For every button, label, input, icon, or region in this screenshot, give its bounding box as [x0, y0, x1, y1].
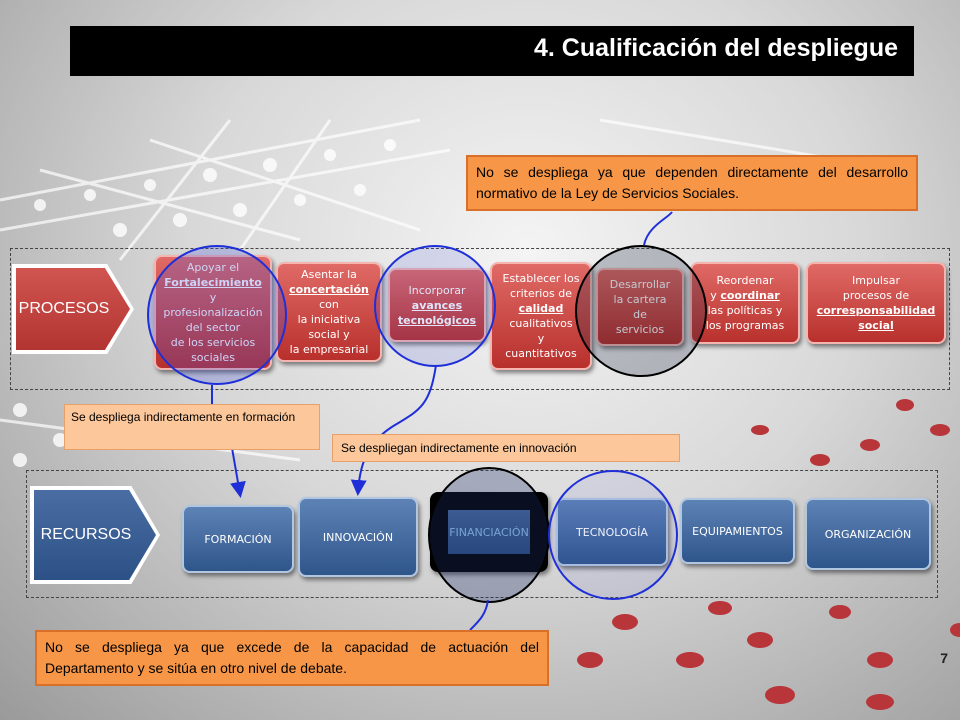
resource-innovacion[interactable]: INNOVACIÓN	[298, 497, 418, 577]
page-title: 4. Cualificación del despliegue	[534, 34, 898, 62]
procesos-region	[10, 248, 950, 390]
note-top: No se despliega ya que dependen directam…	[466, 155, 918, 211]
process-concertacion[interactable]: Asentar la concertación con la iniciativ…	[276, 262, 382, 362]
procesos-arrow-label: PROCESOS	[12, 264, 134, 354]
recursos-arrow-label: RECURSOS	[30, 486, 160, 584]
highlight-circle-tecnologicos	[374, 245, 496, 367]
highlight-circle-tecnologia	[548, 470, 678, 600]
note-bottom: No se despliega ya que excede de la capa…	[35, 630, 549, 686]
highlight-circle-cartera	[575, 245, 707, 377]
process-coordinar-politicas[interactable]: Reordenar y coordinar las políticas y lo…	[690, 262, 800, 344]
resource-equipamientos[interactable]: EQUIPAMIENTOS	[680, 498, 795, 564]
page-number: 7	[940, 650, 948, 666]
title-bar: 4. Cualificación del despliegue	[70, 26, 914, 76]
resource-organizacion[interactable]: ORGANIZACIÓN	[805, 498, 931, 570]
note-formacion: Se despliega indirectamente en formación	[64, 404, 320, 450]
note-innovacion: Se despliegan indirectamente en innovaci…	[332, 434, 680, 462]
highlight-circle-financiacion	[428, 467, 550, 603]
resource-formacion[interactable]: FORMACIÓN	[182, 505, 294, 573]
process-corresponsabilidad[interactable]: Impulsar procesos de corresponsabilidad …	[806, 262, 946, 344]
highlight-circle-fortalecimiento	[147, 245, 287, 385]
